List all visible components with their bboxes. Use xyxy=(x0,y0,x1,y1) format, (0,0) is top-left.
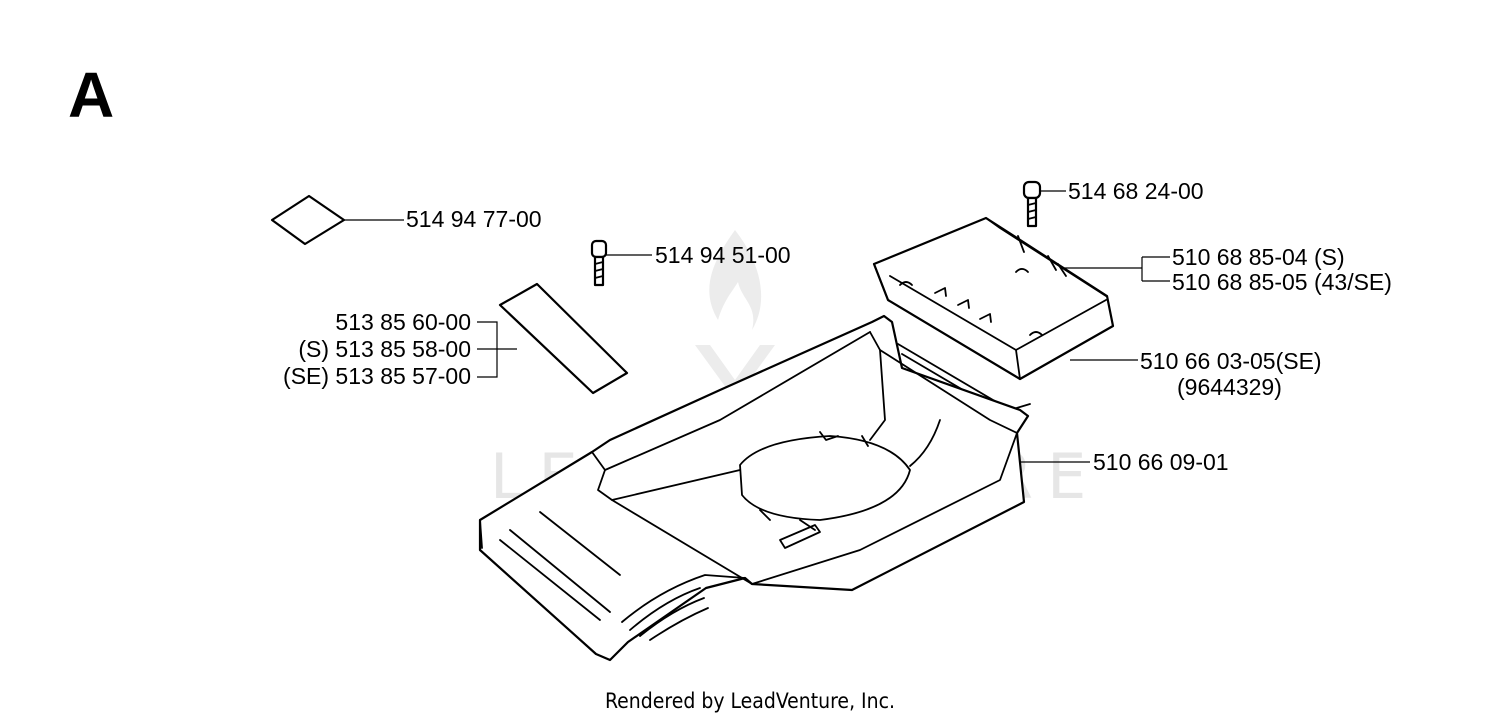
callout-housing: 510 66 09-01 xyxy=(1093,449,1229,475)
callout-bracket-2: (9644329) xyxy=(1177,374,1282,400)
decal-square-part xyxy=(270,194,404,246)
screw-right-part xyxy=(1022,180,1066,228)
housing-part xyxy=(478,314,1090,662)
callout-decal-square: 514 94 77-00 xyxy=(406,206,542,232)
callout-decal-strip-2: (S) 513 85 58-00 xyxy=(298,336,471,362)
callout-decal-strip-3: (SE) 513 85 57-00 xyxy=(283,363,471,389)
flap-part xyxy=(872,216,1170,381)
callout-flap-1: 510 68 85-04 (S) xyxy=(1172,244,1345,270)
callout-flap-2: 510 68 85-05 (43/SE) xyxy=(1172,269,1392,295)
decal-strip-part xyxy=(477,282,629,395)
screw-left-part xyxy=(590,239,652,287)
watermark-v-icon xyxy=(695,345,775,400)
callout-screw-right: 514 68 24-00 xyxy=(1068,178,1204,204)
watermark-flame-icon xyxy=(709,230,762,330)
section-letter: A xyxy=(68,59,114,131)
callout-screw-left: 514 94 51-00 xyxy=(655,242,791,268)
callout-decal-strip-1: 513 85 60-00 xyxy=(335,309,471,335)
callout-bracket-1: 510 66 03-05(SE) xyxy=(1140,348,1322,374)
footer-credit: Rendered by LeadVenture, Inc. xyxy=(605,689,895,713)
